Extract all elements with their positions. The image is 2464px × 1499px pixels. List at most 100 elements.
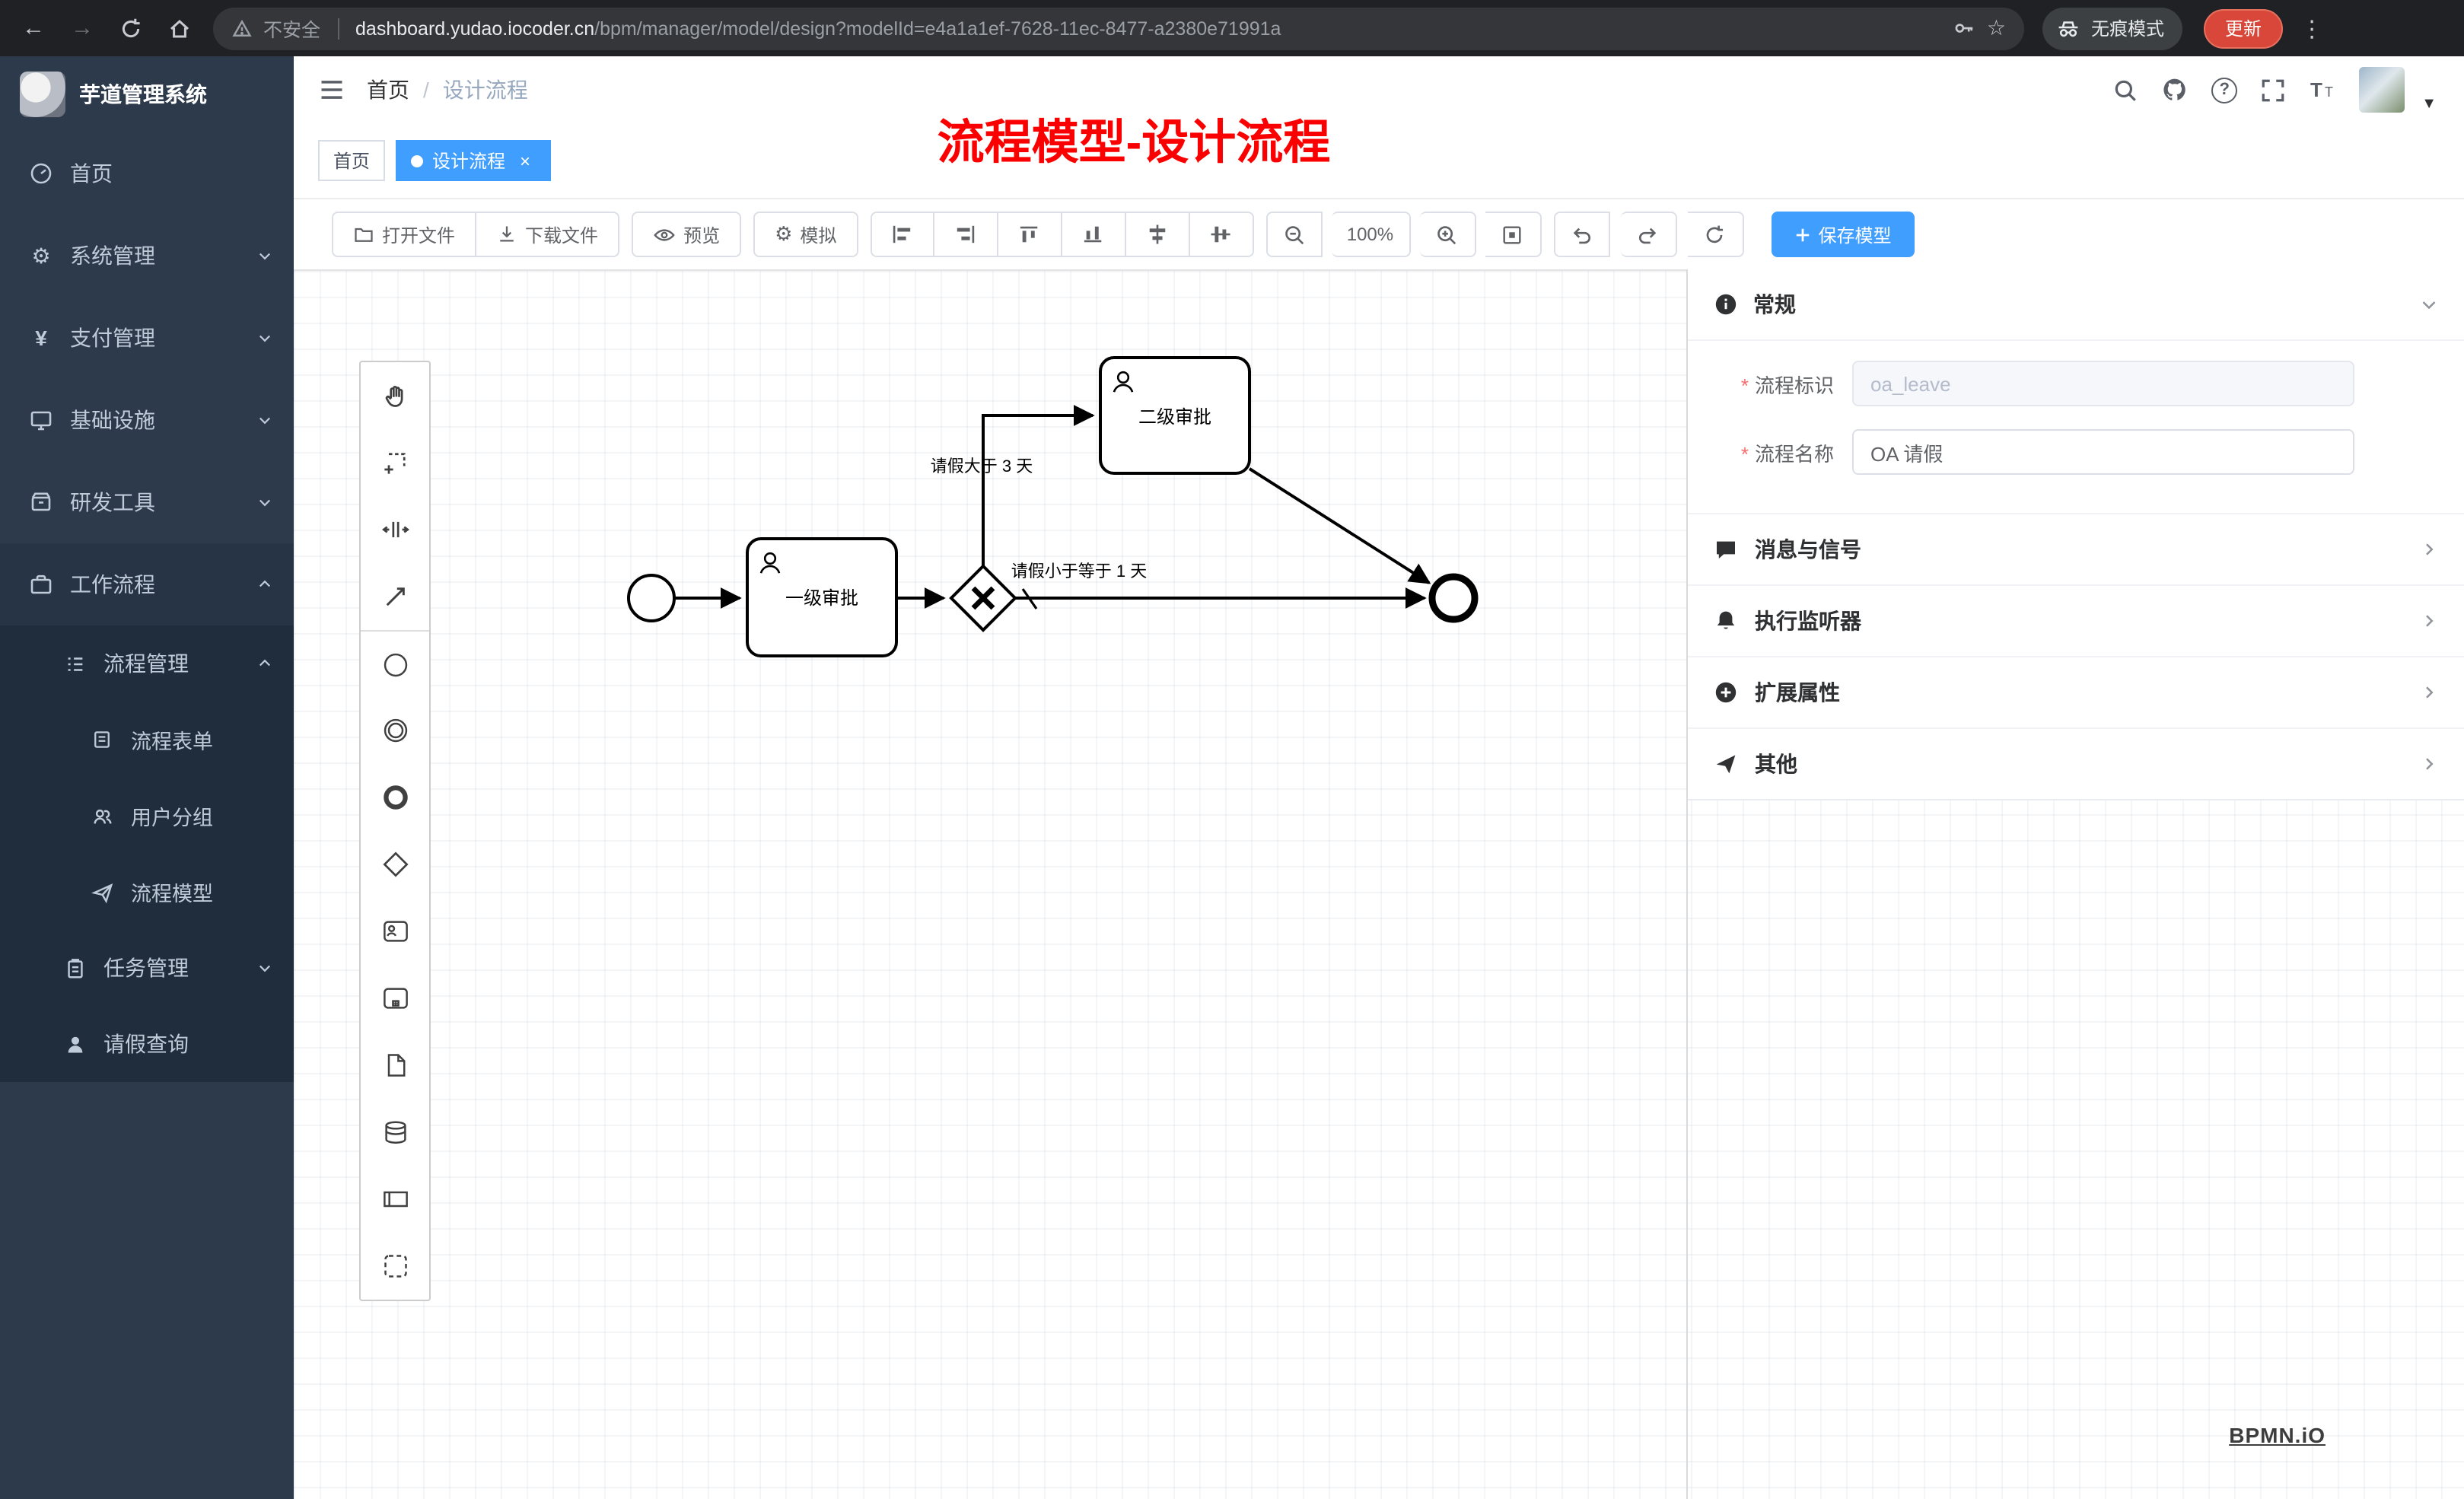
bpmn-io-watermark[interactable]: BPMN.iO [2229, 1423, 2326, 1447]
flow-task2-to-end[interactable] [1248, 467, 1431, 584]
create-group-icon[interactable] [361, 1233, 429, 1300]
bpmn-canvas[interactable]: 一级审批 二级审批 请假大于 3 天 请假小于等于 1 天 [294, 269, 2464, 1499]
sidebar-item-payment-mgmt[interactable]: ¥ 支付管理 [0, 297, 294, 379]
create-datastore-icon[interactable] [361, 1099, 429, 1166]
fullscreen-icon[interactable] [2260, 77, 2286, 103]
chevron-right-icon [2420, 755, 2438, 773]
home-icon[interactable] [158, 7, 201, 49]
space-tool-icon[interactable] [361, 496, 429, 563]
sidebar-item-leave-query[interactable]: 请假查询 [0, 1006, 294, 1082]
user-task-icon [1113, 371, 1134, 393]
align-center-horizontal-button[interactable] [1125, 212, 1190, 257]
sidebar-item-task-mgmt[interactable]: 任务管理 [0, 930, 294, 1006]
sidebar-item-user-group[interactable]: 用户分组 [0, 778, 294, 854]
global-connect-tool-icon[interactable] [361, 563, 429, 630]
sidebar-item-process-form[interactable]: 流程表单 [0, 702, 294, 778]
forward-icon[interactable]: → [71, 15, 94, 41]
zoom-reset-button[interactable] [1485, 212, 1542, 257]
undo-button[interactable] [1553, 212, 1610, 257]
zoom-level-label: 100% [1331, 212, 1411, 257]
simulate-button[interactable]: ⚙ 模拟 [753, 212, 858, 257]
create-file-icon[interactable] [361, 1032, 429, 1099]
comment-icon [1714, 537, 1738, 562]
download-file-button[interactable]: 下载文件 [476, 212, 620, 257]
app-logo-row: 芋道管理系统 [0, 56, 294, 132]
sidebar-item-dev-tools[interactable]: 研发工具 [0, 461, 294, 543]
font-size-icon[interactable]: T T [2309, 78, 2336, 102]
chevron-down-icon [257, 960, 272, 975]
password-key-icon[interactable] [1953, 17, 1976, 40]
incognito-label: 无痕模式 [2091, 18, 2165, 40]
save-model-button[interactable]: 保存模型 [1771, 212, 1915, 257]
security-label: 不安全 [263, 20, 321, 41]
bookmark-star-icon[interactable]: ☆ [1986, 15, 2006, 40]
section-execution-listeners[interactable]: 执行监听器 [1688, 584, 2464, 656]
sidebar-item-process-model[interactable]: 流程模型 [0, 854, 294, 930]
zoom-in-button[interactable] [1419, 212, 1476, 257]
restart-button[interactable] [1687, 212, 1744, 257]
sidebar-item-process-mgmt[interactable]: 流程管理 [0, 625, 294, 702]
dashboard-icon [27, 161, 55, 186]
open-file-button[interactable]: 打开文件 [332, 212, 477, 257]
chevron-down-icon [2420, 295, 2438, 313]
back-icon[interactable]: ← [22, 15, 45, 41]
align-center-vertical-button[interactable] [1189, 212, 1254, 257]
zoom-out-button[interactable] [1265, 212, 1323, 257]
process-name-input[interactable] [1852, 429, 2354, 475]
avatar-caret-icon[interactable]: ▼ [2421, 96, 2437, 113]
section-general[interactable]: 常规 [1688, 269, 2464, 341]
browser-menu-icon[interactable]: ⋮ [2300, 16, 2324, 42]
start-event[interactable] [627, 574, 676, 622]
chevron-down-icon [257, 248, 272, 263]
search-icon[interactable] [2112, 77, 2138, 103]
sidebar-item-home[interactable]: 首页 [0, 132, 294, 215]
section-extended-properties[interactable]: 扩展属性 [1688, 656, 2464, 727]
task-level1[interactable] [746, 537, 898, 657]
tab-home[interactable]: 首页 [318, 140, 386, 181]
sidebar-item-workflow[interactable]: 工作流程 [0, 543, 294, 625]
reload-icon[interactable] [110, 7, 152, 49]
omnibox-divider [337, 18, 339, 39]
align-bottom-button[interactable] [1062, 212, 1126, 257]
send-icon [1714, 752, 1738, 776]
create-user-task-icon[interactable] [361, 898, 429, 965]
lasso-tool-icon[interactable] [361, 429, 429, 496]
incognito-badge: 无痕模式 [2042, 7, 2183, 49]
breadcrumb-home[interactable]: 首页 [367, 78, 409, 102]
url-path: /bpm/manager/model/design?modelId=e4a1a1… [594, 18, 1281, 39]
sidebar-item-system-mgmt[interactable]: ⚙ 系统管理 [0, 215, 294, 297]
align-right-button[interactable] [934, 212, 998, 257]
create-intermediate-event-icon[interactable] [361, 697, 429, 764]
github-icon[interactable] [2161, 76, 2189, 103]
collapse-sidebar-icon[interactable] [318, 76, 345, 103]
help-icon[interactable] [2211, 77, 2238, 103]
task-level1-label: 一级审批 [785, 588, 858, 609]
sidebar-item-infrastructure[interactable]: 基础设施 [0, 379, 294, 461]
create-gateway-icon[interactable] [361, 831, 429, 898]
create-participant-icon[interactable] [361, 1166, 429, 1233]
update-button[interactable]: 更新 [2204, 8, 2284, 48]
create-end-event-icon[interactable] [361, 764, 429, 831]
create-call-activity-icon[interactable] [361, 965, 429, 1032]
section-messages-signals[interactable]: 消息与信号 [1688, 513, 2464, 584]
default-flow-marker [1021, 588, 1038, 609]
process-key-input[interactable] [1852, 361, 2354, 406]
preview-button[interactable]: 预览 [632, 212, 742, 257]
end-event[interactable] [1428, 573, 1479, 623]
tab-design-process[interactable]: 设计流程 [396, 140, 552, 181]
gear-icon: ⚙ [775, 222, 793, 245]
url-bar[interactable]: 不安全 dashboard.yudao.iocoder.cn/bpm/manag… [213, 7, 2024, 49]
section-other[interactable]: 其他 [1688, 727, 2464, 799]
align-top-button[interactable] [998, 212, 1062, 257]
hand-tool-icon[interactable] [361, 362, 429, 429]
gear-icon: ⚙ [31, 243, 51, 267]
create-start-event-icon[interactable] [361, 630, 429, 697]
sidebar: 芋道管理系统 首页 ⚙ 系统管理 ¥ 支付管理 基础设施 [0, 56, 294, 1499]
process-name-field: 流程名称 [1688, 429, 2464, 475]
close-tab-icon[interactable] [514, 150, 536, 171]
align-left-button[interactable] [870, 212, 934, 257]
avatar[interactable] [2359, 67, 2405, 113]
redo-button[interactable] [1620, 212, 1677, 257]
task-level2[interactable] [1099, 356, 1251, 475]
flow-gateway-to-task2[interactable] [982, 405, 1095, 566]
